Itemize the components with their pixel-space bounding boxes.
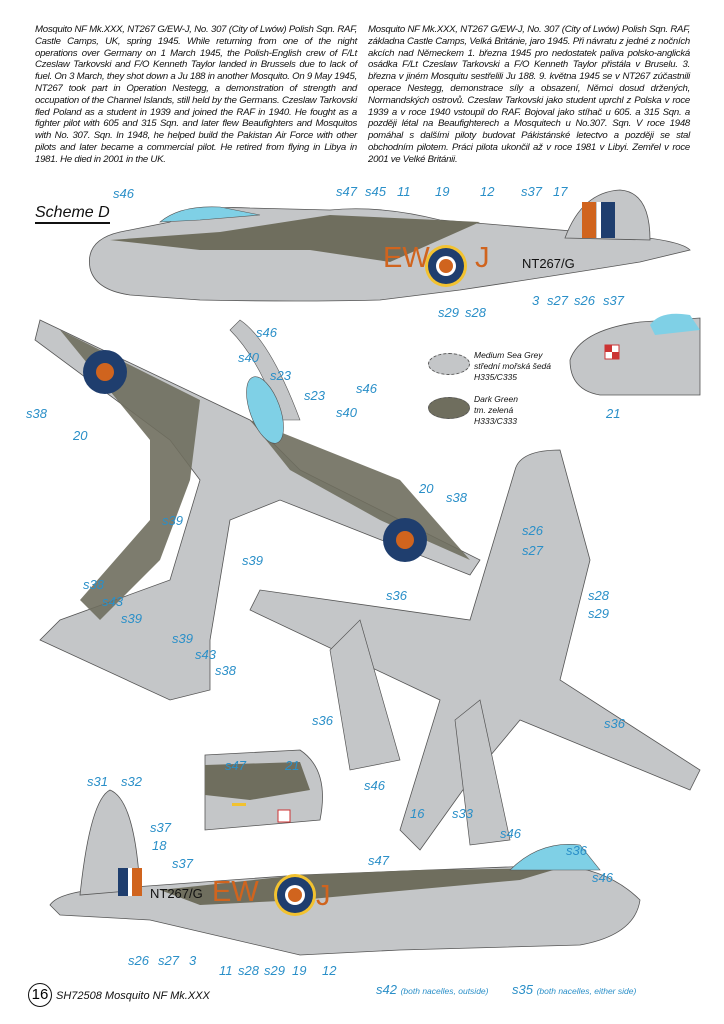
callout: 21 [285,758,300,773]
callout: s27 [547,293,568,308]
callout: s39 [121,611,142,626]
callout: s36 [312,713,333,728]
callout: s40 [238,350,259,365]
callout: s26 [574,293,595,308]
callout-note: (both nacelles, outside) [400,986,489,996]
callout: 3 [532,293,540,308]
callout: 19 [292,963,307,978]
side-view-top [88,189,691,302]
serial-top: NT267/G [522,256,575,271]
page-number: 16 [28,983,52,1007]
callout: s37 [150,820,171,835]
callout: s27 [522,543,543,558]
callout: 21 [606,406,621,421]
callout: s29 [264,963,285,978]
legend-code: H333/C333 [474,416,518,426]
code-j-bottom: J [316,880,331,912]
top-view [34,319,481,701]
legend-name-cz: střední mořská šedá [474,361,552,371]
callout: s46 [356,381,377,396]
nose-inset-right [569,313,701,396]
callout: s28 [465,305,486,320]
callout: s38 [26,406,47,421]
callout: 17 [553,184,568,199]
callout: 12 [322,963,337,978]
callout: s43 [102,594,123,609]
callout: 20 [73,428,88,443]
callout: s43 [195,647,216,662]
callout: s36 [566,843,587,858]
callout: s29 [588,606,609,621]
legend-name: Medium Sea Grey [474,350,543,360]
callout: s46 [364,778,385,793]
code-ew-bottom: EW [212,876,259,908]
callout: s36 [386,588,407,603]
swatch-dark-green [428,397,470,419]
code-ew-top: EW [383,242,430,274]
callout-s35: s35 (both nacelles, either side) [512,982,636,997]
callout: s47 [225,758,246,773]
callout: s32 [121,774,142,789]
legend-name-cz: tm. zelená [474,405,514,415]
callout: 16 [410,806,425,821]
callout: s31 [87,774,108,789]
callout: s47 [368,853,389,868]
callout: s47 [336,184,357,199]
underside-view [249,449,701,851]
kit-title: SH72508 Mosquito NF Mk.XXX [56,990,210,1002]
callout: 19 [435,184,450,199]
serial-bottom: NT267/G [150,886,203,901]
legend-code: H335/C335 [474,372,518,382]
callout: s37 [172,856,193,871]
callout: s28 [238,963,259,978]
callout: s46 [500,826,521,841]
callout: s28 [588,588,609,603]
callout: s23 [270,368,291,383]
side-view-bottom [49,789,641,956]
callout-s42: s42 (both nacelles, outside) [376,982,488,997]
callout: s46 [256,325,277,340]
callout: s36 [604,716,625,731]
callout: s39 [162,513,183,528]
callout: 3 [189,953,197,968]
legend-name: Dark Green [474,394,518,404]
callout-code: s35 [512,982,533,997]
callout: s39 [242,553,263,568]
callout: s38 [446,490,467,505]
callout: s38 [83,577,104,592]
callout: s23 [304,388,325,403]
callout: s45 [365,184,386,199]
callout-note: (both nacelles, either side) [536,986,637,996]
callout: 12 [480,184,495,199]
callout: s39 [172,631,193,646]
callout: s27 [158,953,179,968]
callout: 18 [152,838,167,853]
nose-inset-bottom [204,749,323,831]
callout: s46 [113,186,134,201]
callout: s40 [336,405,357,420]
callout: 20 [419,481,434,496]
description-english: Mosquito NF Mk.XXX, NT267 G/EW-J, No. 30… [35,24,357,165]
callout-code: s42 [376,982,397,997]
callout: s29 [438,305,459,320]
callout: s37 [603,293,624,308]
callout: 11 [397,184,411,199]
callout: s33 [452,806,473,821]
callout: s46 [592,870,613,885]
callout: s37 [521,184,542,199]
callout: s38 [215,663,236,678]
description-czech: Mosquito NF Mk.XXX, NT267 G/EW-J, No. 30… [368,24,690,165]
code-j-top: J [475,242,490,274]
swatch-medium-sea-grey [428,353,470,375]
scheme-title: Scheme D [35,204,110,224]
callout: s26 [522,523,543,538]
callout: 11 [219,963,233,978]
callout: s26 [128,953,149,968]
